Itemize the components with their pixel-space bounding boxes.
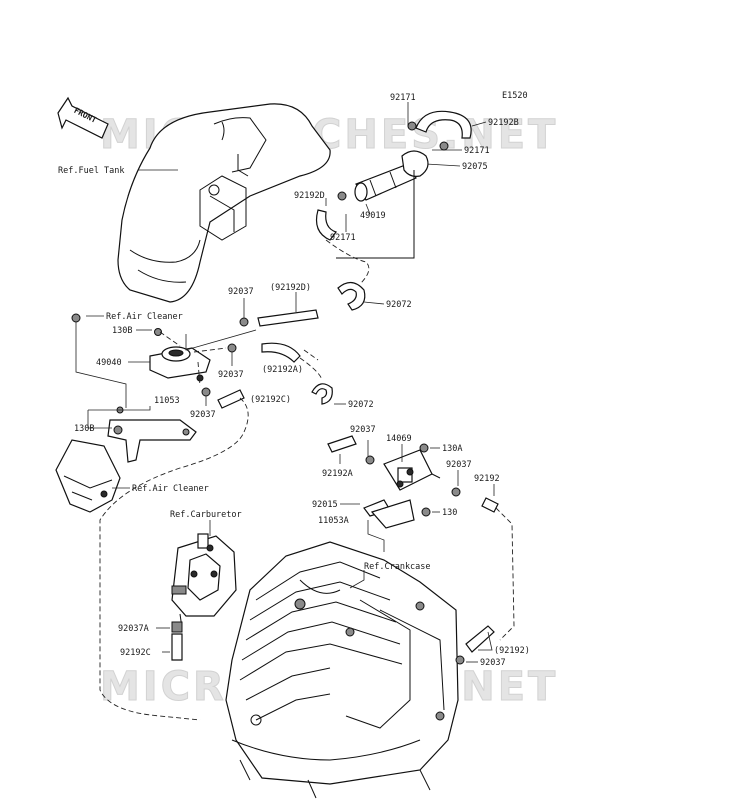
label-ref-fuel-tank: Ref.Fuel Tank (58, 166, 125, 176)
label-92171-top: 92171 (390, 93, 416, 103)
label-130B-left: 130B (74, 424, 94, 434)
label-130: 130 (442, 508, 457, 518)
label-92192D: 92192D (294, 191, 325, 201)
label-92015: 92015 (312, 500, 338, 510)
label-92037-e: 92037 (446, 460, 472, 470)
label-92037-b: 92037 (218, 370, 244, 380)
label-11053: 11053 (154, 396, 180, 406)
air-cleaner-drawing (55, 439, 121, 513)
label-92171-right: 92171 (464, 146, 490, 156)
label-92037-a: 92037 (228, 287, 254, 297)
label-92192-paren: (92192) (494, 646, 530, 656)
carburetor-drawing (171, 533, 237, 629)
label-92037-f: 92037 (480, 658, 506, 668)
label-130A: 130A (442, 444, 462, 454)
label-92075: 92075 (462, 162, 488, 172)
diagram-code: E1520 (502, 91, 528, 101)
label-92192C: 92192C (120, 648, 151, 658)
label-92192A: 92192A (322, 469, 353, 479)
label-130B-top: 130B (112, 326, 132, 336)
label-92072-top: 92072 (386, 300, 412, 310)
label-92037-c: 92037 (190, 410, 216, 420)
label-92171-mid: 92171 (330, 233, 356, 243)
label-92192A-paren: (92192A) (262, 365, 303, 375)
label-92037A: 92037A (118, 624, 149, 634)
label-14069: 14069 (386, 434, 412, 444)
fuel-valve-14069-drawing (383, 449, 441, 491)
fuel-filter-49019-drawing (337, 163, 417, 202)
label-92192D-paren: (92192D) (270, 283, 311, 293)
fuel-tank-drawing (117, 103, 331, 303)
label-49040: 49040 (96, 358, 122, 368)
label-92072-mid: 92072 (348, 400, 374, 410)
label-11053A: 11053A (318, 516, 349, 526)
label-ref-carburetor: Ref.Carburetor (170, 510, 242, 520)
label-49019: 49019 (360, 211, 386, 221)
label-ref-air-cleaner-bottom: Ref.Air Cleaner (132, 484, 209, 494)
fuel-pump-49040-drawing (149, 346, 211, 382)
label-ref-air-cleaner-top: Ref.Air Cleaner (106, 312, 183, 322)
label-ref-crankcase: Ref.Crankcase (364, 562, 431, 572)
crankcase-drawing (225, 541, 459, 799)
label-92192: 92192 (474, 474, 500, 484)
label-92037-d: 92037 (350, 425, 376, 435)
label-92192B: 92192B (488, 118, 519, 128)
label-92192C-paren: (92192C) (250, 395, 291, 405)
bracket-11053-drawing (107, 406, 197, 463)
